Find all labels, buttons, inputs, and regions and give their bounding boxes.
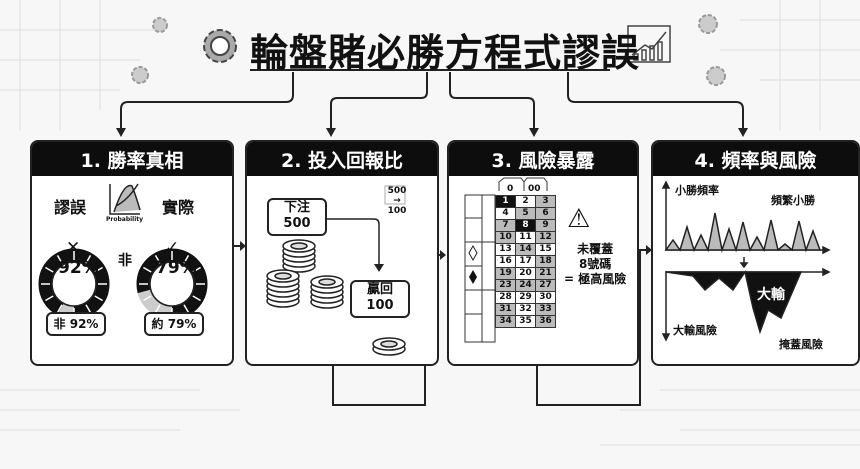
bet-label: 下注 (283, 200, 310, 215)
warning-icon: ⚠ (567, 204, 591, 234)
wrong-label: 謬誤 (54, 198, 87, 217)
bottom-axis-label: 大輸風險 (673, 324, 717, 337)
panel-heading: 2. 投入回報比 (247, 142, 437, 176)
actual-label: 實際 (162, 198, 195, 217)
bet-value: 500 (283, 216, 311, 231)
actual-value: 79% (156, 258, 197, 278)
return-value: 100 (366, 298, 394, 313)
big-loss-label: 大輸 (757, 287, 785, 303)
chip-stack-icon (266, 239, 406, 356)
panel-heading: 3. 風險暴露 (449, 142, 637, 176)
bottom-note: 掩蓋風險 (779, 338, 823, 351)
top-note: 頻繁小勝 (771, 194, 815, 207)
panel-heading: 1. 勝率真相 (32, 142, 232, 176)
roulette-cell-36: 36 (535, 315, 556, 328)
cross-icon: ✕ (66, 238, 81, 258)
page-title: 輪盤賭必勝方程式謬誤 (250, 31, 641, 75)
check-icon: ✓ (165, 238, 180, 258)
roulette-cell-21: 21 (535, 267, 556, 280)
probability-curve-icon (109, 183, 141, 215)
panel-heading: 4. 頻率與風險 (653, 142, 858, 176)
not-equal-label: 非 (118, 253, 132, 269)
double-zero-label: 00 (528, 184, 541, 194)
return-label: 贏回 (366, 282, 393, 297)
growth-chart-icon (627, 25, 671, 63)
panel-frequency-risk: 4. 頻率與風險 小勝頻率 頻繁小勝 大輸 大輸風險 掩蓋風險 (651, 140, 860, 366)
gear-icon (131, 14, 726, 86)
gear-wrench-icon (203, 29, 237, 63)
win-loss-chart (661, 180, 831, 342)
panel-win-rate: 1. 勝率真相 謬誤 實際 Probability ✕ 92% 非 ✓ 79% … (30, 140, 234, 366)
ratio-note: 500→100 (387, 186, 407, 216)
zero-label: 0 (507, 184, 514, 194)
wrong-note: 非 92% (46, 312, 106, 336)
actual-note: 約 79% (144, 312, 204, 336)
chart-caption: Probability (106, 216, 144, 223)
top-axis-label: 小勝頻率 (675, 184, 719, 197)
roulette-cell-34: 34 (495, 315, 516, 328)
roulette-cell-35: 35 (515, 315, 536, 328)
wrong-value: 92% (58, 258, 99, 278)
